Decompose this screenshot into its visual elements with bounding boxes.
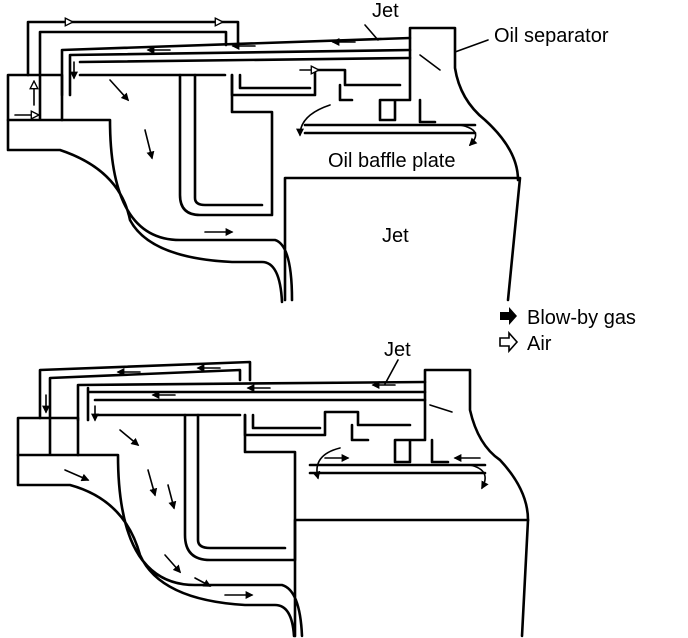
- oil-separator-leader: [454, 39, 489, 53]
- top-air-inlet: [6, 73, 64, 122]
- top-valve: [230, 68, 402, 102]
- label-jet-bottom: Jet: [384, 339, 411, 361]
- bottom-air-inlet: [16, 416, 80, 457]
- top-outer-duct: [26, 20, 240, 77]
- top-oil-separator: [378, 26, 520, 182]
- legend-blowby: Blow-by gas: [500, 307, 636, 329]
- top-inner-channel: [178, 73, 274, 217]
- label-oil-baffle-plate: Oil baffle plate: [328, 150, 456, 172]
- separator-vane-line: [419, 54, 441, 71]
- filled-arrow-icon: [500, 307, 517, 325]
- legend-air: Air: [499, 330, 552, 355]
- bottom-separator-vane-line: [429, 404, 453, 413]
- bottom-outer-duct: [38, 360, 252, 420]
- label-jet-mid: Jet: [382, 225, 409, 247]
- bottom-baffle-plate: [308, 463, 487, 475]
- top-engine-section: [6, 20, 522, 304]
- bottom-valve: [243, 410, 412, 442]
- bottom-oil-separator: [393, 368, 530, 522]
- bottom-inner-channel: [183, 413, 297, 562]
- bottom-jet-leader: [384, 359, 399, 385]
- top-baffle-plate: [303, 123, 477, 135]
- label-jet-top: Jet: [372, 0, 399, 22]
- bottom-main-passage: [76, 380, 427, 422]
- legend: Blow-by gas Air: [499, 307, 636, 355]
- bottom-flow-arrows: [42, 364, 489, 599]
- bottom-lower-casing: [16, 453, 530, 638]
- top-lower-casing: [6, 118, 522, 304]
- hollow-arrow-icon: [499, 330, 519, 354]
- label-oil-separator: Oil separator: [494, 25, 609, 47]
- bottom-engine-section: [16, 359, 530, 638]
- legend-blowby-label: Blow-by gas: [527, 307, 636, 329]
- top-jet-leader: [364, 24, 379, 41]
- top-flow-arrows: [14, 22, 478, 236]
- legend-air-label: Air: [527, 333, 552, 355]
